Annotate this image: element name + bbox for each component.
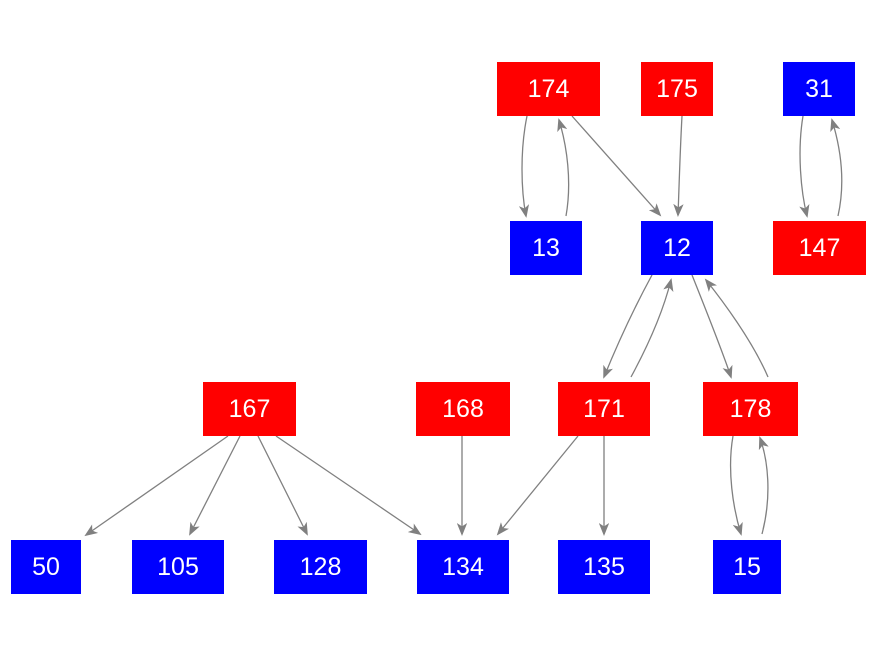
- graph-node-label: 167: [228, 394, 271, 423]
- graph-edge-174-to-12: [571, 115, 662, 217]
- graph-node-label: 31: [805, 74, 833, 103]
- graph-edge-178-to-12: [704, 278, 769, 378]
- graph-edge-31-to-147: [799, 115, 810, 218]
- graph-edge-167-to-134: [275, 435, 422, 536]
- graph-node-31[interactable]: 31: [783, 62, 855, 116]
- graph-node-174[interactable]: 174: [497, 62, 600, 116]
- graph-node-label: 105: [157, 552, 199, 581]
- edges-group: [84, 115, 843, 537]
- graph-node-label: 128: [299, 552, 342, 581]
- graph-node-15[interactable]: 15: [713, 540, 781, 594]
- graph-node-label: 168: [442, 394, 484, 423]
- graph-edge-174-to-13: [518, 115, 530, 218]
- graph-edge-167-to-128: [257, 435, 308, 536]
- graph-edge-15-to-178: [758, 436, 769, 535]
- graph-node-105[interactable]: 105: [132, 540, 224, 594]
- graph-node-label: 50: [32, 552, 60, 581]
- graph-edge-178-to-15: [729, 435, 743, 536]
- graph-edge-147-to-31: [830, 118, 843, 217]
- graph-edge-13-to-174: [557, 118, 570, 217]
- graph-node-178[interactable]: 178: [703, 382, 798, 436]
- graph-edge-167-to-105: [189, 435, 241, 536]
- graph-node-label: 178: [729, 394, 772, 423]
- graph-node-171[interactable]: 171: [558, 382, 650, 436]
- graph-node-13[interactable]: 13: [510, 221, 582, 275]
- graph-node-label: 135: [583, 552, 625, 581]
- graph-edge-171-to-134: [496, 435, 579, 536]
- graph-edge-171-to-12: [630, 278, 674, 378]
- graph-node-label: 147: [798, 233, 841, 262]
- graph-edge-12-to-178: [691, 274, 733, 379]
- graph-node-168[interactable]: 168: [416, 382, 510, 436]
- graph-node-label: 12: [663, 233, 691, 262]
- graph-node-175[interactable]: 175: [641, 62, 713, 116]
- graph-edge-175-to-12: [673, 115, 684, 217]
- graph-node-128[interactable]: 128: [274, 540, 367, 594]
- graph-node-label: 175: [656, 74, 698, 103]
- graph-node-label: 15: [733, 552, 761, 581]
- graph-node-12[interactable]: 12: [641, 221, 713, 275]
- graph-edge-12-to-171: [603, 274, 653, 379]
- graph-node-50[interactable]: 50: [11, 540, 81, 594]
- graph-node-147[interactable]: 147: [773, 221, 866, 275]
- graph-node-label: 171: [583, 394, 625, 423]
- graph-node-label: 134: [442, 552, 484, 581]
- graph-node-135[interactable]: 135: [558, 540, 650, 594]
- graph-node-label: 13: [532, 233, 560, 262]
- graph-node-167[interactable]: 167: [203, 382, 296, 436]
- graph-node-134[interactable]: 134: [417, 540, 509, 594]
- graph-edge-167-to-50: [84, 435, 229, 537]
- graph-node-label: 174: [527, 74, 570, 103]
